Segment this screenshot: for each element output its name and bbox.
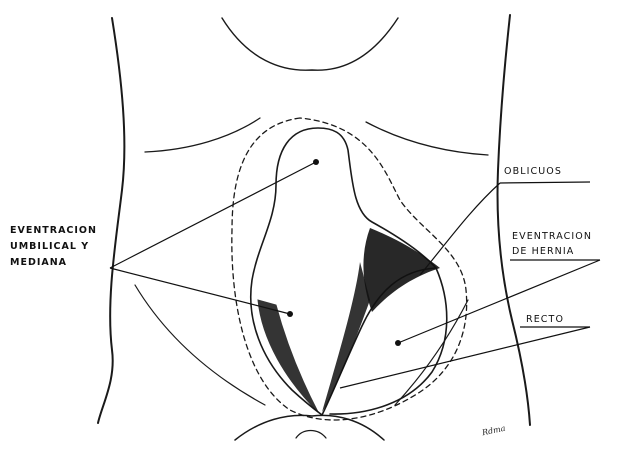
navel-lower (296, 431, 326, 439)
label-oblicuos: OBLICUOS (504, 166, 562, 178)
leader-recto (340, 327, 590, 388)
label-eventracion-umbilical-line2: UMBILICAL Y (10, 241, 89, 253)
ribcage-arc (145, 118, 260, 152)
leader-oblicuos (420, 183, 500, 275)
leader-left-upper (110, 162, 316, 268)
right-torso-outline (498, 15, 530, 425)
leader-hernia (398, 260, 600, 343)
label-eventracion-umbilical-line3: MEDIANA (10, 257, 67, 269)
ribcage-arc-right (366, 122, 488, 155)
label-recto: RECTO (526, 314, 564, 326)
oblique-muscle-hatch (322, 228, 440, 412)
left-torso-outline (98, 18, 124, 423)
sternum-line (222, 18, 398, 70)
label-eventracion-umbilical-line1: EVENTRACION (10, 225, 97, 237)
leader-left-lower (110, 268, 290, 314)
label-eventracion-hernia-line1: EVENTRACION (512, 231, 592, 243)
groin-arc-right (395, 300, 468, 405)
lower-contour (235, 415, 384, 440)
label-eventracion-hernia-line2: DE HERNIA (512, 246, 574, 258)
leader-oblicuos-underline (500, 182, 590, 183)
